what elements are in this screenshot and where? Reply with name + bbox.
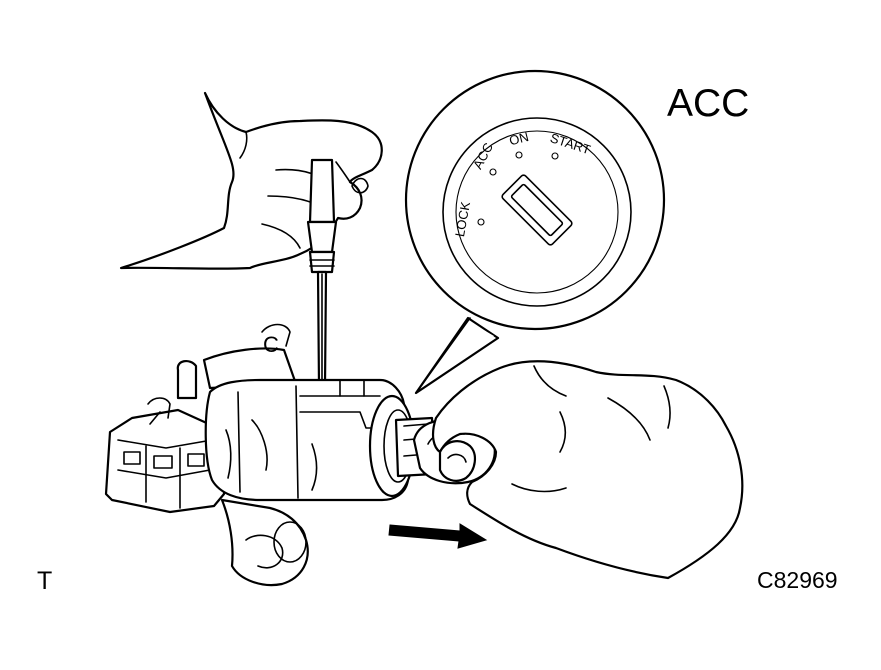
lock-body (204, 378, 410, 502)
ignition-switch-inner-ring (455, 130, 619, 294)
right-hand (431, 360, 744, 580)
on-position-dot (515, 151, 523, 159)
upper-hand (119, 91, 383, 270)
ignition-switch-face (442, 117, 632, 307)
callout-title: ACC (667, 82, 750, 125)
corner-mark: T (37, 567, 53, 595)
callout-bubble (404, 69, 666, 331)
figure-code: C82969 (757, 567, 838, 593)
pull-direction-arrow (388, 523, 488, 549)
steering-lock-housing: C (104, 323, 436, 587)
connector-block (104, 408, 226, 514)
key-position-callout: LOCK ACC ON START (404, 69, 666, 395)
on-position-label: ON (508, 129, 531, 148)
pin-punch-tool (306, 158, 338, 388)
lock-position-label: LOCK (452, 200, 473, 238)
lock-position-dot (477, 218, 485, 226)
housing-part-mark: C (263, 332, 279, 357)
key-slot (501, 174, 573, 246)
start-position-dot (551, 152, 559, 160)
acc-position-dot (489, 168, 497, 176)
